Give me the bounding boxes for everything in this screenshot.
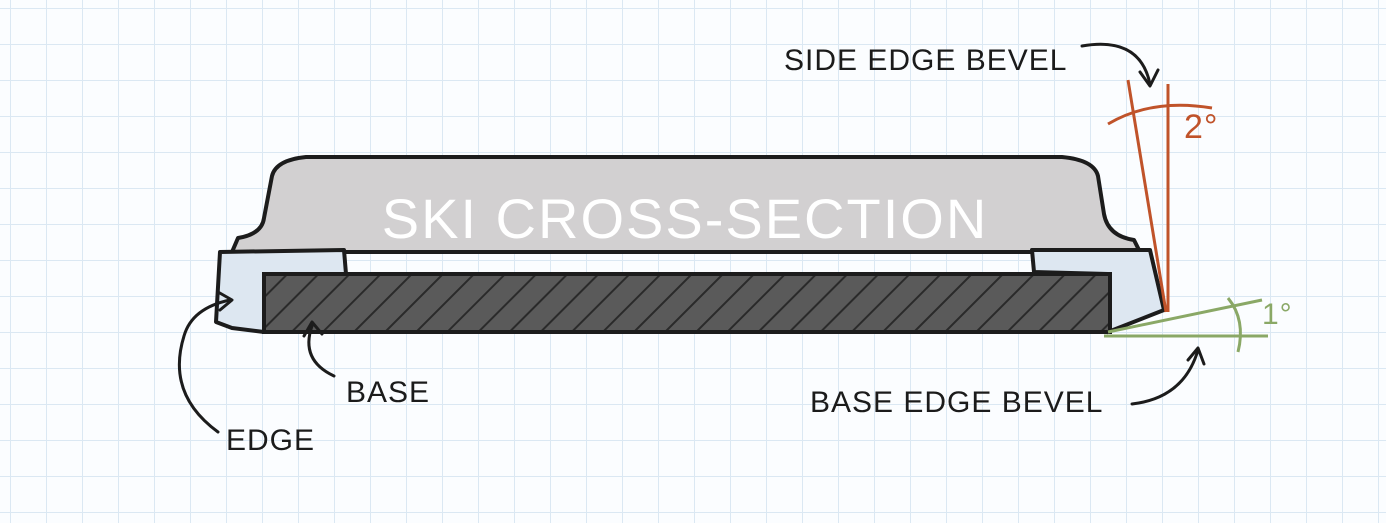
ski-base	[262, 272, 1112, 334]
label-edge: EDGE	[226, 424, 315, 457]
label-base: BASE	[346, 376, 430, 409]
base-bevel-indicator	[1104, 297, 1268, 353]
base-bevel-angle: 1°	[1262, 298, 1293, 331]
arrow-edge	[177, 290, 234, 434]
diagram-title: SKI CROSS-SECTION	[382, 187, 989, 250]
arrow-side-edge-bevel	[1080, 42, 1160, 88]
side-bevel-angle: 2°	[1184, 108, 1219, 146]
label-side-edge-bevel: SIDE EDGE BEVEL	[784, 44, 1067, 77]
ski-body	[230, 155, 1142, 254]
arrow-base	[302, 320, 336, 378]
label-base-edge-bevel: BASE EDGE BEVEL	[810, 386, 1103, 419]
side-bevel-indicator	[1107, 79, 1213, 313]
arrow-base-edge-bevel	[1130, 346, 1206, 406]
